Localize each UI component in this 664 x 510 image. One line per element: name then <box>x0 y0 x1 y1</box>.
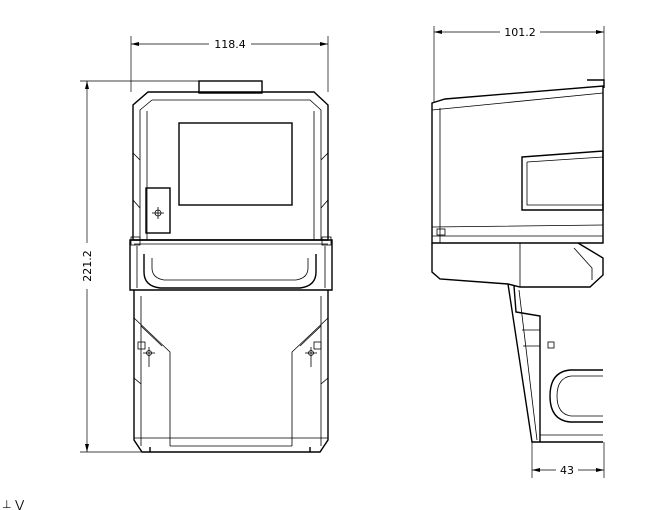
side-bottom-label: 43 <box>560 464 574 477</box>
side-view <box>431 79 605 443</box>
corner-axis-mark: ⊥ ⋁ <box>2 498 25 510</box>
front-height-dimension: 221.2 <box>80 80 199 453</box>
front-width-dimension: 118.4 <box>130 36 329 92</box>
side-depth-label: 101.2 <box>504 26 536 39</box>
side-depth-dimension: 101.2 <box>433 25 605 103</box>
front-width-label: 118.4 <box>214 38 246 51</box>
front-view <box>129 80 333 453</box>
side-bottom-dimension: 43 <box>531 442 605 478</box>
front-height-label: 221.2 <box>81 250 94 282</box>
